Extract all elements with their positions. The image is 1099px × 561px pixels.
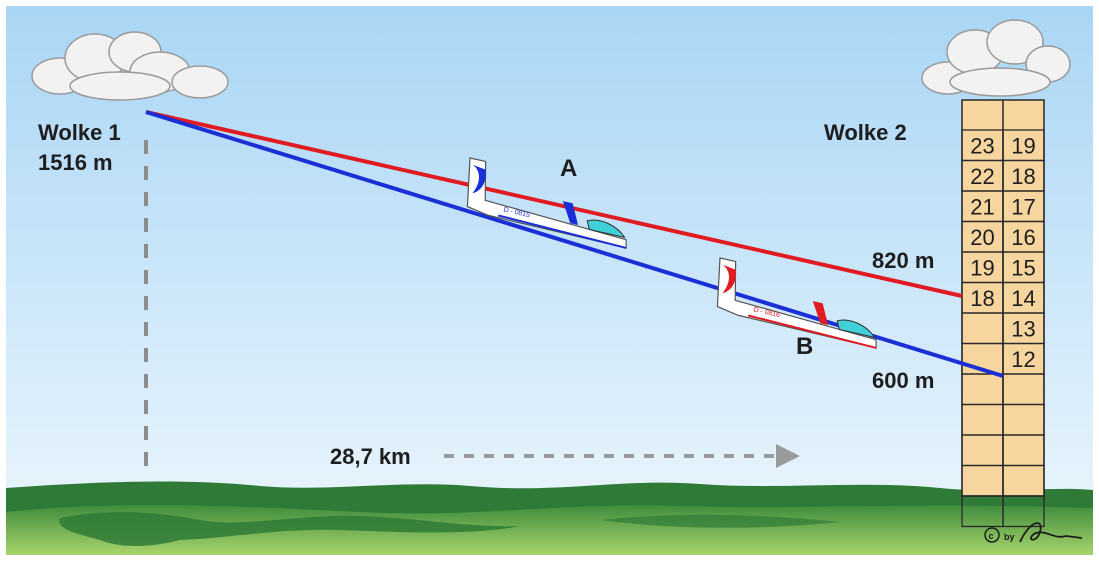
cloud1-height: 1516 m — [38, 150, 113, 175]
arrival-height-a: 820 m — [872, 248, 934, 273]
scale-number: 12 — [1011, 347, 1035, 372]
height-tower: 23 22 21 20 19 18 19 18 17 16 15 14 13 12 — [961, 99, 1045, 528]
svg-text:c: c — [989, 531, 994, 541]
scale-number: 17 — [1011, 194, 1035, 219]
copyright-by: by — [1004, 532, 1015, 542]
copyright-icon — [984, 527, 1000, 543]
scale-number: 18 — [970, 286, 994, 311]
copyright-mark: c by — [984, 522, 1083, 543]
scale-number: 19 — [1011, 133, 1035, 158]
cloud-icon — [31, 31, 229, 101]
arrival-height-b: 600 m — [872, 368, 934, 393]
scale-number: 15 — [1011, 255, 1035, 280]
scale-number: 23 — [970, 133, 994, 158]
cloud2-name: Wolke 2 — [824, 120, 907, 145]
scale-number: 14 — [1011, 286, 1035, 311]
sky-background — [6, 6, 1093, 555]
distance-arrow — [444, 444, 800, 468]
scale-number: 18 — [1011, 164, 1035, 189]
glide-line-a — [145, 110, 963, 298]
cloud1-name: Wolke 1 — [38, 120, 121, 145]
scale-number: 22 — [970, 164, 994, 189]
scale-number: 20 — [970, 225, 994, 250]
signature-icon — [1019, 522, 1083, 543]
scale-number: 19 — [970, 255, 994, 280]
glider-icon: D - 0816 — [716, 257, 877, 349]
glider-icon: D - 0815 — [466, 157, 627, 249]
distance-label: 28,7 km — [330, 444, 411, 469]
scale-number: 13 — [1011, 316, 1035, 341]
ground — [6, 481, 1093, 555]
glider-b-label: B — [796, 333, 813, 360]
glider-a-label: A — [560, 155, 577, 182]
scale-cell — [1002, 495, 1045, 528]
scale-number: 16 — [1011, 225, 1035, 250]
scale-number: 21 — [970, 194, 994, 219]
cloud-icon — [921, 19, 1071, 97]
